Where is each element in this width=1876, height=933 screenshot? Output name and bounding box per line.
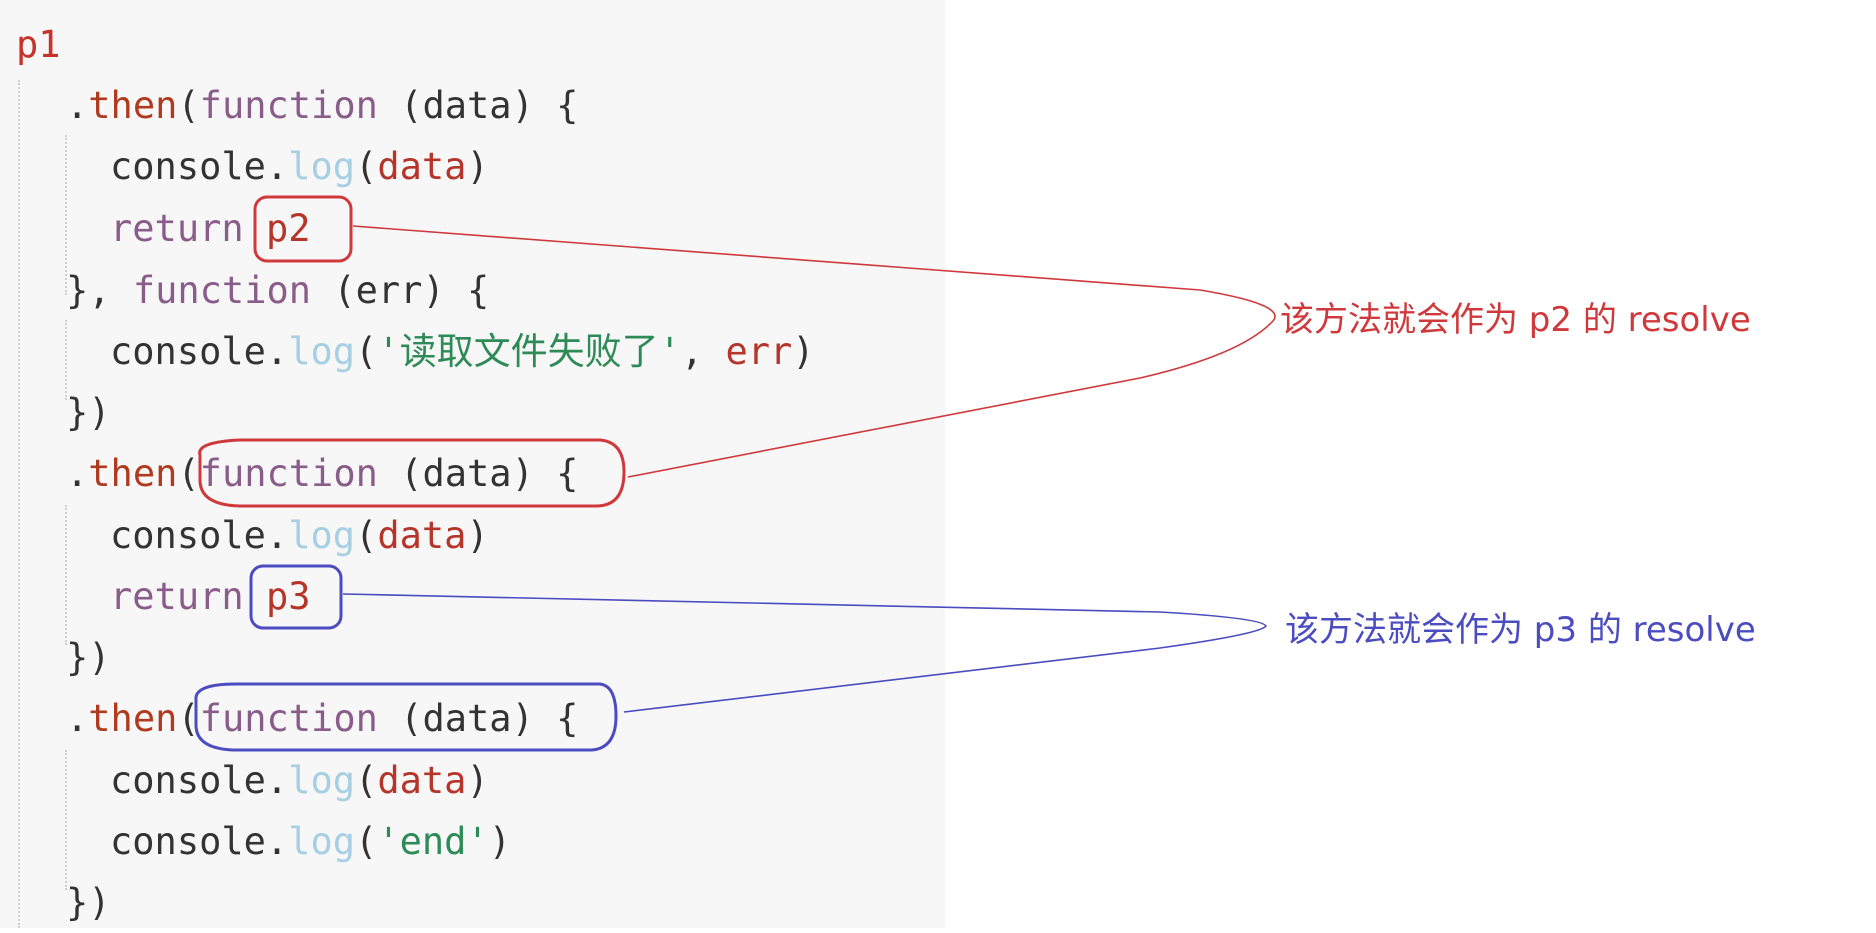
code-token: function [199, 84, 378, 127]
code-token: ) { [511, 84, 579, 127]
code-line: p1 [16, 14, 61, 75]
code-token: ( [355, 820, 378, 863]
code-token: log [288, 514, 356, 557]
code-line: console.log('读取文件失败了', err) [110, 321, 815, 382]
code-token: ( [377, 452, 423, 495]
code-line: .then(function (data) { [66, 75, 578, 136]
code-token: log [288, 145, 356, 188]
code-token: ( [311, 269, 356, 312]
code-line: console.log(data) [110, 505, 489, 566]
indent-guide [65, 135, 67, 295]
code-line: console.log(data) [110, 750, 489, 811]
code-token: then [88, 452, 178, 495]
code-token: }, [66, 269, 133, 312]
code-token: , [680, 330, 726, 373]
code-token: ( [377, 84, 423, 127]
code-token: }) [66, 636, 111, 679]
code-token: data [422, 452, 512, 495]
code-token: data [377, 514, 467, 557]
code-token: function [199, 452, 378, 495]
indent-guide [65, 750, 67, 890]
indent-guide [18, 80, 20, 928]
code-token: return [110, 207, 244, 250]
code-line: .then(function (data) { [66, 688, 578, 749]
code-token: ( [377, 697, 423, 740]
code-token: . [66, 697, 89, 740]
code-token: then [88, 697, 178, 740]
code-token: ( [355, 514, 378, 557]
code-token: log [288, 759, 356, 802]
code-line: return p2 [110, 198, 311, 259]
p2-resolve-annotation: 该方法就会作为 p2 的 resolve [1280, 300, 1751, 340]
code-token: ( [355, 145, 378, 188]
code-line: console.log(data) [110, 136, 489, 197]
code-token: ( [355, 759, 378, 802]
code-token: ) [466, 759, 489, 802]
code-token: err [725, 330, 793, 373]
code-line: .then(function (data) { [66, 443, 578, 504]
code-token: log [288, 330, 356, 373]
code-token: . [66, 84, 89, 127]
code-token: ( [177, 697, 200, 740]
code-token: ( [177, 452, 200, 495]
indent-guide [65, 505, 67, 645]
code-token: return [110, 575, 244, 618]
code-token: err [355, 269, 423, 312]
code-token: ) [466, 514, 489, 557]
code-token: function [132, 269, 312, 312]
code-token: }) [66, 391, 111, 434]
code-token: '读取文件失败了' [377, 330, 681, 373]
code-token: console. [110, 514, 289, 557]
code-token: ) [488, 820, 511, 863]
code-token: ) { [511, 452, 579, 495]
code-line: }) [66, 627, 111, 688]
code-token: p3 [265, 575, 311, 618]
code-token: data [422, 84, 512, 127]
code-token [244, 207, 266, 250]
code-line: console.log('end') [110, 811, 511, 872]
code-token: ) [466, 145, 489, 188]
code-line: return p3 [110, 566, 311, 627]
code-line: }) [66, 872, 111, 933]
code-token: function [199, 697, 378, 740]
p3-resolve-annotation: 该方法就会作为 p3 的 resolve [1285, 610, 1756, 650]
code-token: p1 [16, 23, 61, 66]
code-token: ( [355, 330, 378, 373]
code-line: }, function (err) { [66, 260, 489, 321]
code-token: 'end' [377, 820, 489, 863]
code-token: console. [110, 820, 289, 863]
indent-guide [65, 320, 67, 400]
code-token: data [377, 759, 467, 802]
code-line: }) [66, 382, 111, 443]
code-token: console. [110, 759, 289, 802]
code-token: ) { [422, 269, 490, 312]
code-token: console. [110, 330, 289, 373]
code-token: ) { [511, 697, 579, 740]
code-token: ( [177, 84, 200, 127]
code-token: log [288, 820, 356, 863]
code-token: p2 [265, 207, 311, 250]
code-token: data [377, 145, 467, 188]
code-token: }) [66, 881, 111, 924]
code-token: console. [110, 145, 289, 188]
code-token [244, 575, 266, 618]
code-token: . [66, 452, 89, 495]
code-token: data [422, 697, 512, 740]
code-token: then [88, 84, 178, 127]
code-token: ) [792, 330, 815, 373]
